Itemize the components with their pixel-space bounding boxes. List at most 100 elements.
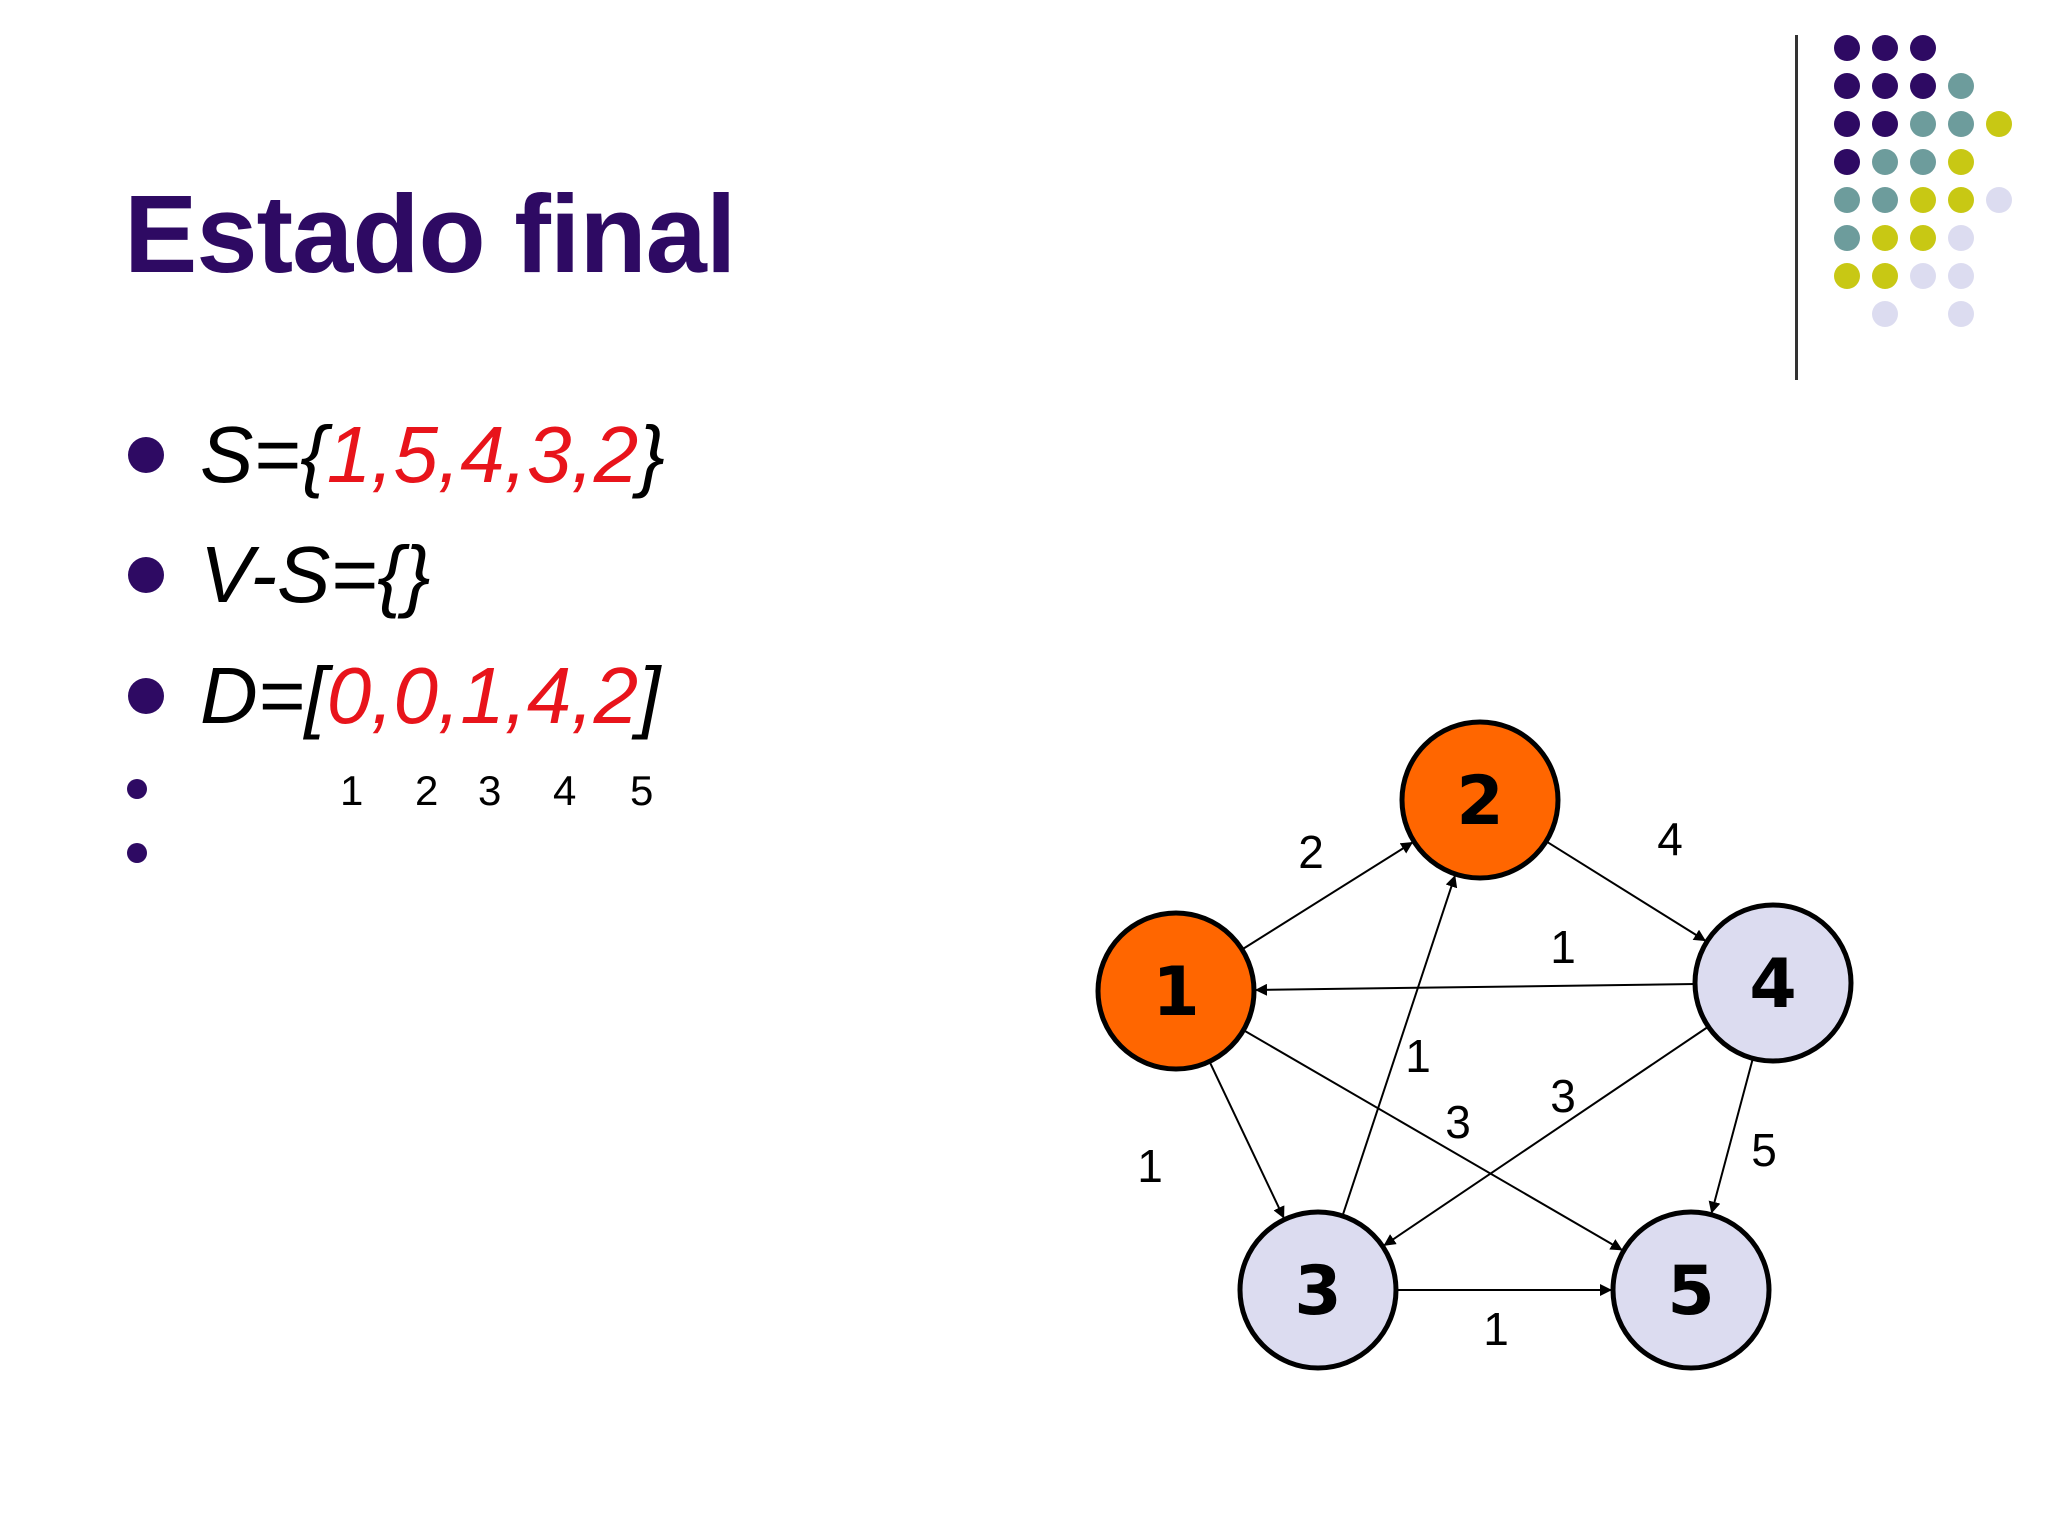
- decorative-dot: [1872, 301, 1898, 327]
- set-suffix: }: [403, 530, 431, 619]
- separator: ,: [437, 651, 461, 740]
- decorative-dot-grid: [1834, 35, 2012, 327]
- edge-4-to-1: [1254, 983, 1696, 996]
- index-label-5: 5: [630, 767, 654, 814]
- slide-title: Estado final: [124, 173, 736, 296]
- bullet-marker: [127, 779, 147, 799]
- edge-weight-label: 1: [1483, 1303, 1509, 1355]
- edge-4-to-3: [1382, 1025, 1709, 1247]
- set-value: 2: [593, 651, 639, 740]
- set-s-text: S={1,5,4,3,2}: [200, 415, 665, 495]
- decorative-dot: [1834, 187, 1860, 213]
- decorative-dot: [1834, 263, 1860, 289]
- decorative-dot: [1948, 187, 1974, 213]
- decorative-dot: [1986, 111, 2012, 137]
- node-circle: [1237, 1209, 1399, 1371]
- decorative-dot: [1872, 225, 1898, 251]
- node-3: 3: [1237, 1209, 1399, 1371]
- index-label-4: 4: [553, 767, 577, 814]
- edge-1-to-2: [1241, 841, 1414, 951]
- decorative-dot: [1872, 187, 1898, 213]
- set-v-minus-s-text: V-S={}: [200, 535, 431, 615]
- node-circle: [1095, 910, 1257, 1072]
- vertical-divider: [1795, 35, 1798, 380]
- decorative-dot: [1948, 111, 1974, 137]
- index-label-3: 3: [478, 767, 502, 814]
- decorative-dot: [1910, 111, 1936, 137]
- node-1: 1: [1095, 910, 1257, 1072]
- set-value: 0: [393, 651, 438, 740]
- separator: ,: [438, 410, 461, 499]
- set-value: 1: [460, 651, 505, 740]
- edge-1-to-3: [1208, 1061, 1286, 1220]
- index-label-1: 1: [340, 767, 364, 814]
- separator: ,: [571, 651, 594, 740]
- separator: ,: [371, 651, 394, 740]
- decorative-dot: [1948, 301, 1974, 327]
- node-label: 3: [1294, 1252, 1341, 1331]
- node-2: 2: [1399, 719, 1561, 881]
- edge-weight-label: 4: [1657, 813, 1683, 865]
- node-label: 5: [1667, 1252, 1714, 1331]
- index-label-2: 2: [415, 767, 439, 814]
- edge-weight-label: 1: [1550, 921, 1576, 973]
- separator: ,: [504, 651, 527, 740]
- set-value: 4: [526, 651, 572, 740]
- decorative-dot: [1948, 73, 1974, 99]
- decorative-dot: [1910, 35, 1936, 61]
- edge-weight-label: 2: [1298, 826, 1324, 878]
- separator: ,: [504, 410, 527, 499]
- decorative-dot: [1910, 187, 1936, 213]
- decorative-dot: [1872, 35, 1898, 61]
- bullet-marker: [128, 437, 164, 473]
- node-4: 4: [1692, 902, 1854, 1064]
- decorative-dot: [1910, 225, 1936, 251]
- bullet-marker-empty: [127, 843, 147, 863]
- decorative-dot: [1834, 111, 1860, 137]
- set-prefix: D=[: [200, 651, 327, 740]
- decorative-dot: [1834, 225, 1860, 251]
- set-value: 4: [460, 410, 505, 499]
- edge-1-to-5: [1242, 1029, 1624, 1252]
- edge-weight-label: 5: [1751, 1124, 1777, 1176]
- set-prefix: V-S={: [200, 530, 404, 619]
- decorative-dot: [1948, 263, 1974, 289]
- node-label: 4: [1749, 945, 1796, 1024]
- node-circle: [1399, 719, 1561, 881]
- decorative-dot: [1834, 73, 1860, 99]
- edge-weight-label: 1: [1405, 1030, 1431, 1082]
- node-circle: [1692, 902, 1854, 1064]
- node-label: 2: [1456, 762, 1503, 841]
- edge-2-to-4: [1545, 840, 1707, 942]
- separator: ,: [571, 410, 594, 499]
- node-circle: [1610, 1209, 1772, 1371]
- node-5: 5: [1610, 1209, 1772, 1371]
- set-value: 5: [393, 410, 439, 499]
- decorative-dot: [1986, 187, 2012, 213]
- decorative-dot: [1872, 111, 1898, 137]
- set-value: 2: [593, 410, 639, 499]
- decorative-dot: [1872, 263, 1898, 289]
- decorative-dot: [1834, 149, 1860, 175]
- decorative-dot: [1910, 73, 1936, 99]
- distance-array-text: D=[0,0,1,4,2]: [200, 656, 660, 736]
- edge-3-to-2: [1341, 874, 1458, 1217]
- set-value: 1: [326, 410, 372, 499]
- set-value: 3: [527, 410, 572, 499]
- set-suffix: }: [638, 410, 665, 499]
- edge-weight-label: 3: [1445, 1096, 1471, 1148]
- decorative-dot: [1948, 149, 1974, 175]
- decorative-dot: [1948, 225, 1974, 251]
- set-prefix: S={: [200, 410, 327, 499]
- decorative-dot: [1910, 263, 1936, 289]
- set-suffix: ]: [638, 651, 661, 740]
- decorative-dot: [1910, 149, 1936, 175]
- edge-4-to-5: [1708, 1058, 1754, 1214]
- edge-weight-label: 1: [1137, 1140, 1163, 1192]
- separator: ,: [371, 410, 394, 499]
- decorative-dot: [1872, 73, 1898, 99]
- node-label: 1: [1152, 953, 1199, 1032]
- bullet-marker: [128, 678, 164, 714]
- decorative-dot: [1872, 149, 1898, 175]
